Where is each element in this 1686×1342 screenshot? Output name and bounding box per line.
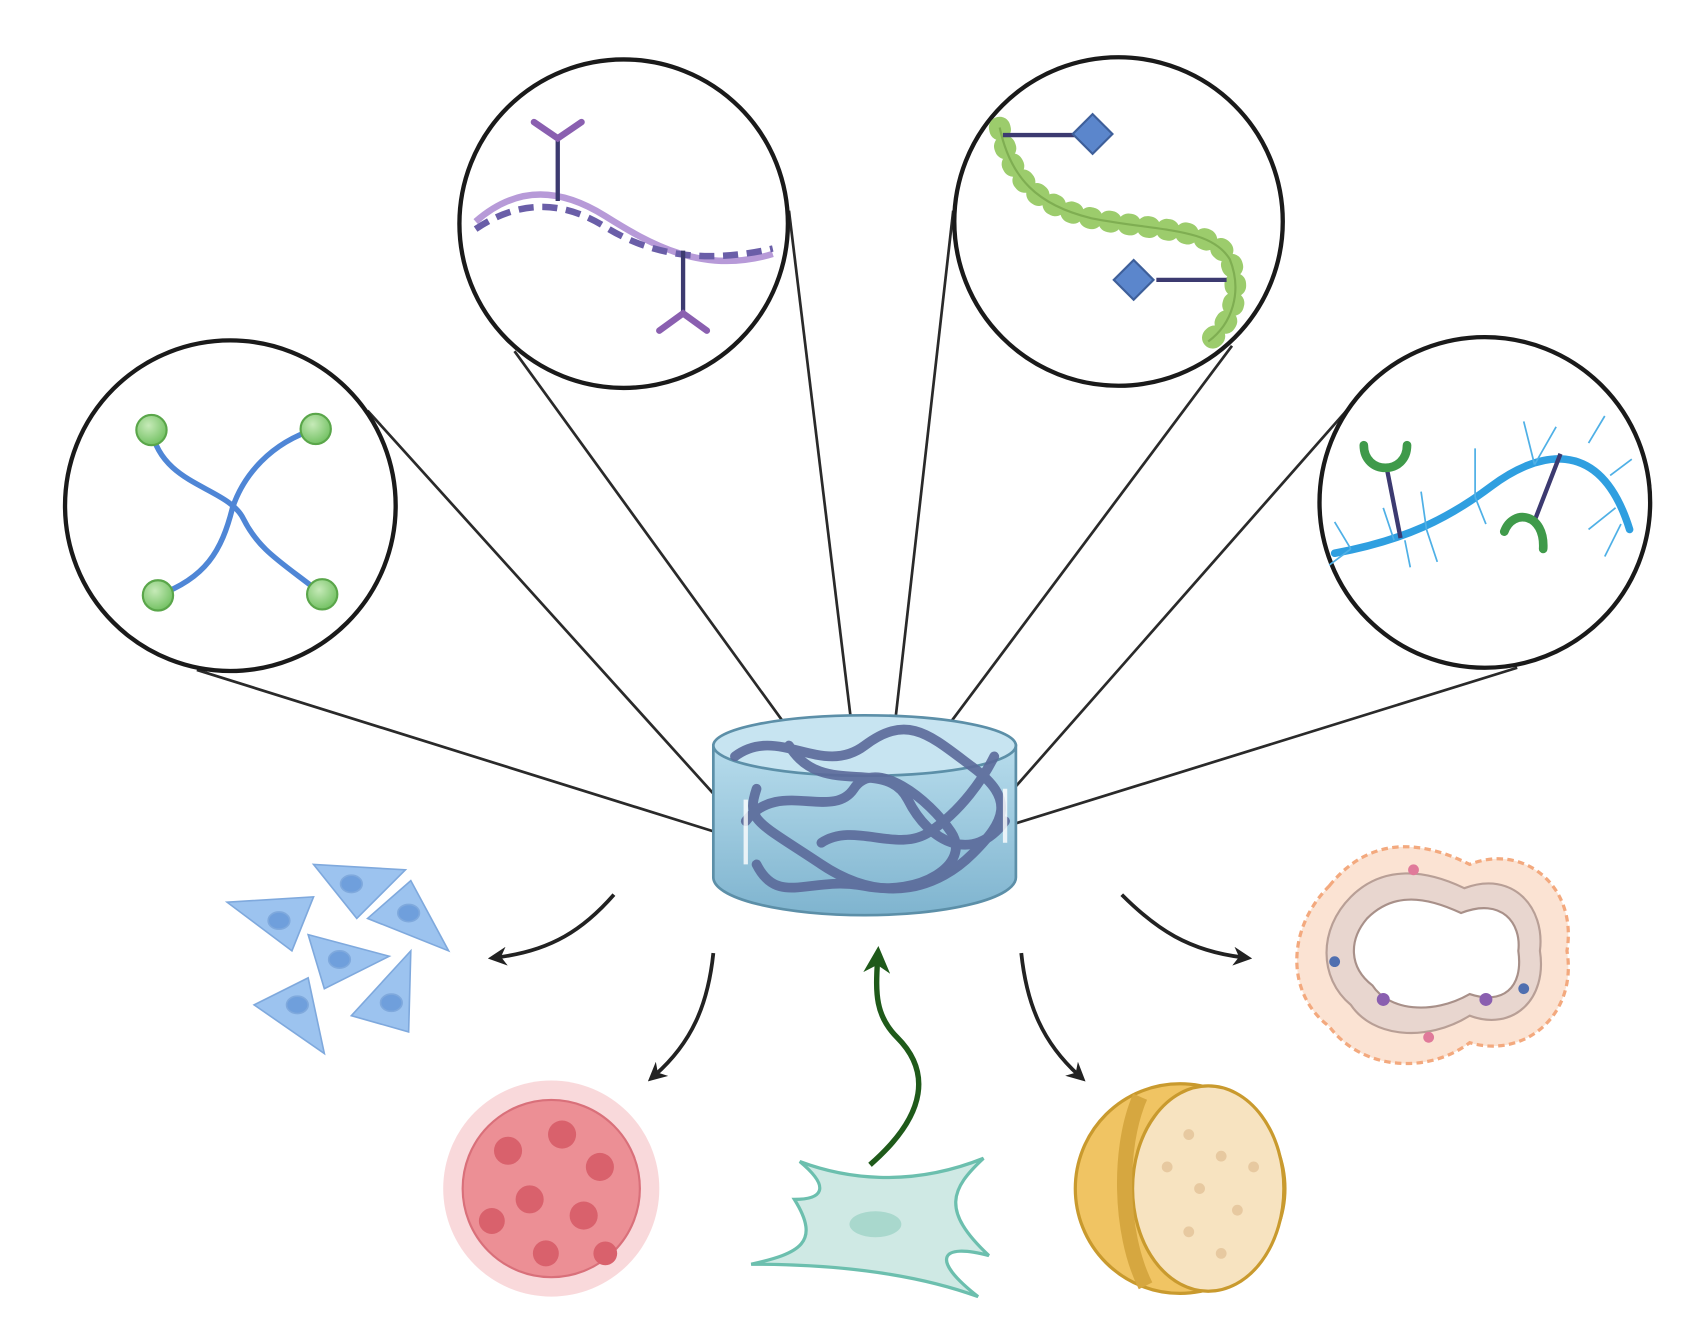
- arrows: [487, 893, 1253, 1167]
- connector-lines: [196, 210, 1518, 834]
- inset-crosslinked-polymer: [62, 338, 398, 674]
- arrow-to-embryoid: [1019, 952, 1086, 1082]
- inset-dna-helix: [457, 57, 791, 391]
- receptor-icon: [1359, 440, 1412, 539]
- tumor-spheroid-icon: [443, 1080, 660, 1297]
- inset-bead-chain: [952, 55, 1285, 388]
- fiber-branches: [1328, 415, 1633, 568]
- connector-line: [513, 350, 804, 749]
- connector-line: [196, 668, 716, 834]
- polymer-fibers: [730, 724, 1010, 894]
- connector-line: [787, 210, 856, 744]
- node: [305, 578, 339, 611]
- node: [135, 413, 168, 447]
- crosslinked-polymer-icon: [148, 426, 325, 599]
- receptor-icon: [1499, 453, 1563, 554]
- arrow-from-stem-cell: [863, 946, 922, 1167]
- connector-line: [891, 210, 955, 744]
- ligand-icon: [1112, 258, 1227, 302]
- connector-line: [1012, 409, 1348, 790]
- connector-line: [930, 344, 1234, 749]
- hydrogel-scaffold-icon: [711, 713, 1018, 917]
- connector-line: [366, 409, 720, 801]
- node: [141, 579, 175, 612]
- ligand-icon: [1002, 112, 1114, 156]
- fibroblast-cells-icon: [224, 863, 451, 1056]
- branched-fiber-icon: [1330, 455, 1634, 558]
- connector-line: [1015, 666, 1518, 825]
- arrow-to-fibroblasts: [487, 893, 616, 966]
- arrow-to-spheroid: [647, 952, 716, 1082]
- intestinal-organoid-icon: [1295, 845, 1570, 1066]
- antibody-icon: [530, 118, 585, 201]
- antibody-icon: [656, 250, 711, 334]
- stem-cell-nucleus: [849, 1211, 902, 1238]
- embryoid-sphere-icon: [1073, 1082, 1287, 1295]
- dna-helix-icon: [473, 191, 774, 265]
- inset-branched-fiber: [1317, 334, 1653, 670]
- node: [299, 412, 332, 446]
- arrow-to-organoid: [1120, 893, 1253, 966]
